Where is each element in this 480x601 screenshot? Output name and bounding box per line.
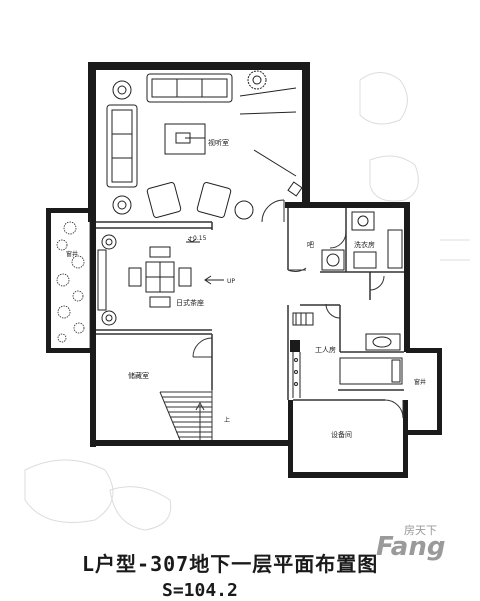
storage-label: 储藏室 <box>128 371 149 380</box>
fixtures <box>292 211 403 398</box>
stair-up-label: 上 <box>224 416 230 424</box>
stairs <box>159 390 213 441</box>
plan-area: S=104.2 <box>162 580 238 601</box>
living-furniture <box>106 70 303 220</box>
watermark-top-text: 房天下 <box>404 524 437 537</box>
elevation-marker <box>186 238 200 243</box>
bar-label: 吧 <box>307 241 314 249</box>
watermark-logo-text: Fang <box>376 532 446 562</box>
living-room-label: 视听室 <box>208 138 229 147</box>
up-label: UP <box>227 278 235 285</box>
equipment-room-label: 设备间 <box>331 430 352 439</box>
doors <box>192 199 404 419</box>
laundry-label: 洗衣房 <box>354 240 375 249</box>
tea-furniture <box>97 234 192 326</box>
up-arrow <box>204 275 224 285</box>
interior-walls <box>96 208 404 401</box>
walls <box>46 62 442 478</box>
light-well-plants <box>56 215 91 348</box>
plan-title: L户型-307地下一层平面布置图 <box>82 552 379 576</box>
elevation-label: +0.15 <box>188 235 207 242</box>
tea-area-label: 日式茶座 <box>176 298 204 307</box>
worker-room-label: 工人房 <box>315 345 336 354</box>
right-light-well-label: 窗井 <box>414 378 426 386</box>
background-sketch <box>24 72 470 531</box>
left-light-well-label: 窗井 <box>66 250 78 258</box>
